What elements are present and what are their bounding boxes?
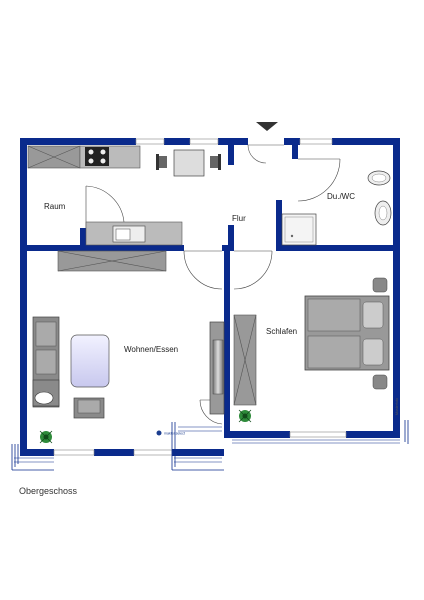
entrance-arrow-icon [256,122,278,131]
logo-text: makler.select [164,432,185,436]
dining-table [156,149,221,177]
bathroom [281,170,392,246]
logo: makler.select [156,430,185,436]
balcony-hatch [14,426,400,463]
plant-icon [238,409,252,423]
windows [53,138,347,456]
table-icon [70,334,110,388]
room-label-raum: Raum [44,202,66,211]
bedroom-furniture: Musterfoto [233,277,399,423]
room-label-du-wc: Du./WC [327,192,355,201]
living-room-furniture: makler.select [32,250,225,444]
kitchen [27,145,183,246]
floor-caption: Obergeschoss [19,486,78,496]
side-text: Musterfoto [395,398,399,415]
room-label-flur: Flur [232,214,246,223]
interior-walls [20,145,400,438]
stove-icon [85,147,109,166]
balcony-railing [11,420,409,471]
room-label-schlafen: Schlafen [266,327,297,336]
outer-walls [20,138,400,456]
plant-icon [39,430,53,444]
shower-icon [281,213,317,246]
room-label-wohnen-essen: Wohnen/Essen [124,345,178,354]
door-swings [85,158,341,425]
